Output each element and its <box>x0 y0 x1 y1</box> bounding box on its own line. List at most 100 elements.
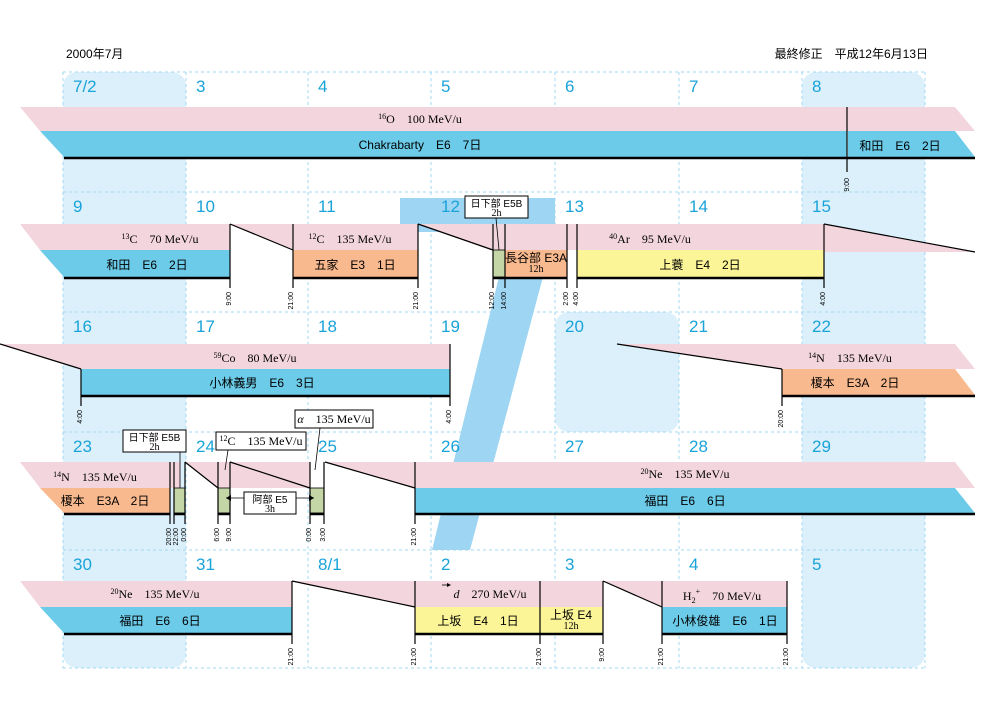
ramp-line <box>602 580 663 608</box>
time-label: 14:00 <box>501 292 508 310</box>
time-label: 0:00 <box>181 528 188 542</box>
user-label: 小林俊雄 E6 1日 <box>672 613 777 628</box>
shift-callout-label: 日下部 E5B <box>471 197 523 210</box>
month-title: 2000年7月 <box>66 47 124 61</box>
time-label: 21:00 <box>413 292 420 310</box>
user-band <box>217 487 231 514</box>
day-number: 31 <box>196 555 215 574</box>
arrow-head <box>226 495 231 501</box>
day-number: 26 <box>441 437 460 456</box>
beam-callout <box>294 409 374 429</box>
day-number: 9 <box>73 197 82 216</box>
callout-pointer <box>495 217 500 251</box>
beam-callout-label: 12C 135 MeV/u <box>219 434 302 448</box>
user-band <box>415 607 540 633</box>
user-label: 和田 E6 2日 <box>859 139 940 153</box>
time-label: 4:00 <box>573 292 580 306</box>
shift-callout <box>243 491 297 515</box>
day-number: 3 <box>565 555 574 574</box>
arrow-head <box>447 583 451 587</box>
time-label: 9:00 <box>599 648 606 662</box>
shift-callout <box>464 195 529 219</box>
beam-label: 13C 70 MeV/u <box>121 232 198 246</box>
time-label: 21:00 <box>658 648 665 666</box>
beam-band <box>617 344 975 369</box>
beam-label: 14N 135 MeV/u <box>808 351 892 365</box>
day-number: 16 <box>73 317 92 336</box>
day-number: 25 <box>318 437 337 456</box>
beam-band <box>292 581 603 607</box>
user-label: 五家 E3 1日 <box>314 257 395 272</box>
user-label: 榎本 E3A 2日 <box>61 493 150 508</box>
day-number: 12 <box>441 197 460 216</box>
day-number: 14 <box>689 197 708 216</box>
time-label: 21:00 <box>411 648 418 666</box>
time-label: 0:00 <box>306 528 313 542</box>
beam-band <box>20 224 230 250</box>
time-label: 20:00 <box>778 410 785 428</box>
user-label: 上坂 E4 1日 <box>437 614 518 628</box>
day-number: 10 <box>196 197 215 216</box>
beam-band <box>603 581 787 607</box>
ramp-line <box>324 461 416 489</box>
shift-callout-label: 阿部 E5 <box>252 493 287 506</box>
time-label: 21:00 <box>288 648 295 666</box>
callout-pointer <box>224 449 229 471</box>
user-band <box>40 607 292 633</box>
callout-pointer <box>314 427 321 471</box>
day-number: 6 <box>565 77 574 96</box>
day-number: 21 <box>689 317 708 336</box>
beam-label: 16O 100 MeV/u <box>378 112 462 126</box>
user-label: 福田 E6 6日 <box>644 493 725 508</box>
ramp-line <box>616 343 783 370</box>
user-label: Chakrabarty E6 7日 <box>359 138 482 152</box>
day-number: 15 <box>812 197 831 216</box>
day-number: 18 <box>318 317 337 336</box>
ramp-line <box>229 461 311 489</box>
ramp-line <box>229 223 294 251</box>
day-number: 24 <box>196 437 215 456</box>
user-band <box>540 607 603 633</box>
beam-band <box>325 462 975 488</box>
user-bands <box>40 131 975 633</box>
time-label: 21:00 <box>783 648 790 666</box>
day-number: 4 <box>689 555 698 574</box>
day-number: 20 <box>565 317 584 336</box>
day-number: 11 <box>318 197 336 216</box>
beam-label: d 270 MeV/u <box>454 587 527 601</box>
beam-band <box>20 462 180 488</box>
arrow-head <box>309 495 314 501</box>
shift-callout-label: 日下部 E5B <box>129 431 181 444</box>
ramp-line <box>0 343 82 370</box>
beam-label: 14N 135 MeV/u <box>53 470 137 484</box>
beam-bands <box>0 107 975 607</box>
day-number: 22 <box>812 317 831 336</box>
user-band <box>577 250 824 277</box>
user-band <box>662 607 787 633</box>
user-label: 上坂 E4 <box>550 608 592 622</box>
beam-callout <box>215 431 307 451</box>
user-label: 榎本 E3A 2日 <box>811 375 900 390</box>
user-label: 福田 E6 6日 <box>119 613 200 628</box>
month-watermark <box>400 198 679 550</box>
time-label: 9:00 <box>226 292 233 306</box>
shift-callout-sub: 2h <box>492 208 502 219</box>
ramp-line <box>417 223 494 251</box>
day-number: 2 <box>441 555 450 574</box>
beam-band <box>418 224 824 250</box>
day-number: 5 <box>441 77 450 96</box>
time-label: 22:00 <box>173 528 180 546</box>
user-band <box>848 131 975 157</box>
time-label: 9:00 <box>226 528 233 542</box>
shift-callout-sub: 2h <box>150 442 160 453</box>
schedule-markers <box>0 107 976 644</box>
user-band <box>40 250 230 277</box>
shift-callout <box>122 429 187 453</box>
user-label: 小林義男 E6 3日 <box>209 375 314 390</box>
user-label: 和田 E6 2日 <box>106 258 187 272</box>
beam-band <box>230 224 418 250</box>
last-modified-note: 最終修正 平成12年6月13日 <box>774 47 928 61</box>
beam-label: 59Co 80 MeV/u <box>213 351 296 365</box>
user-band <box>173 487 186 514</box>
ramp-line <box>291 580 416 608</box>
